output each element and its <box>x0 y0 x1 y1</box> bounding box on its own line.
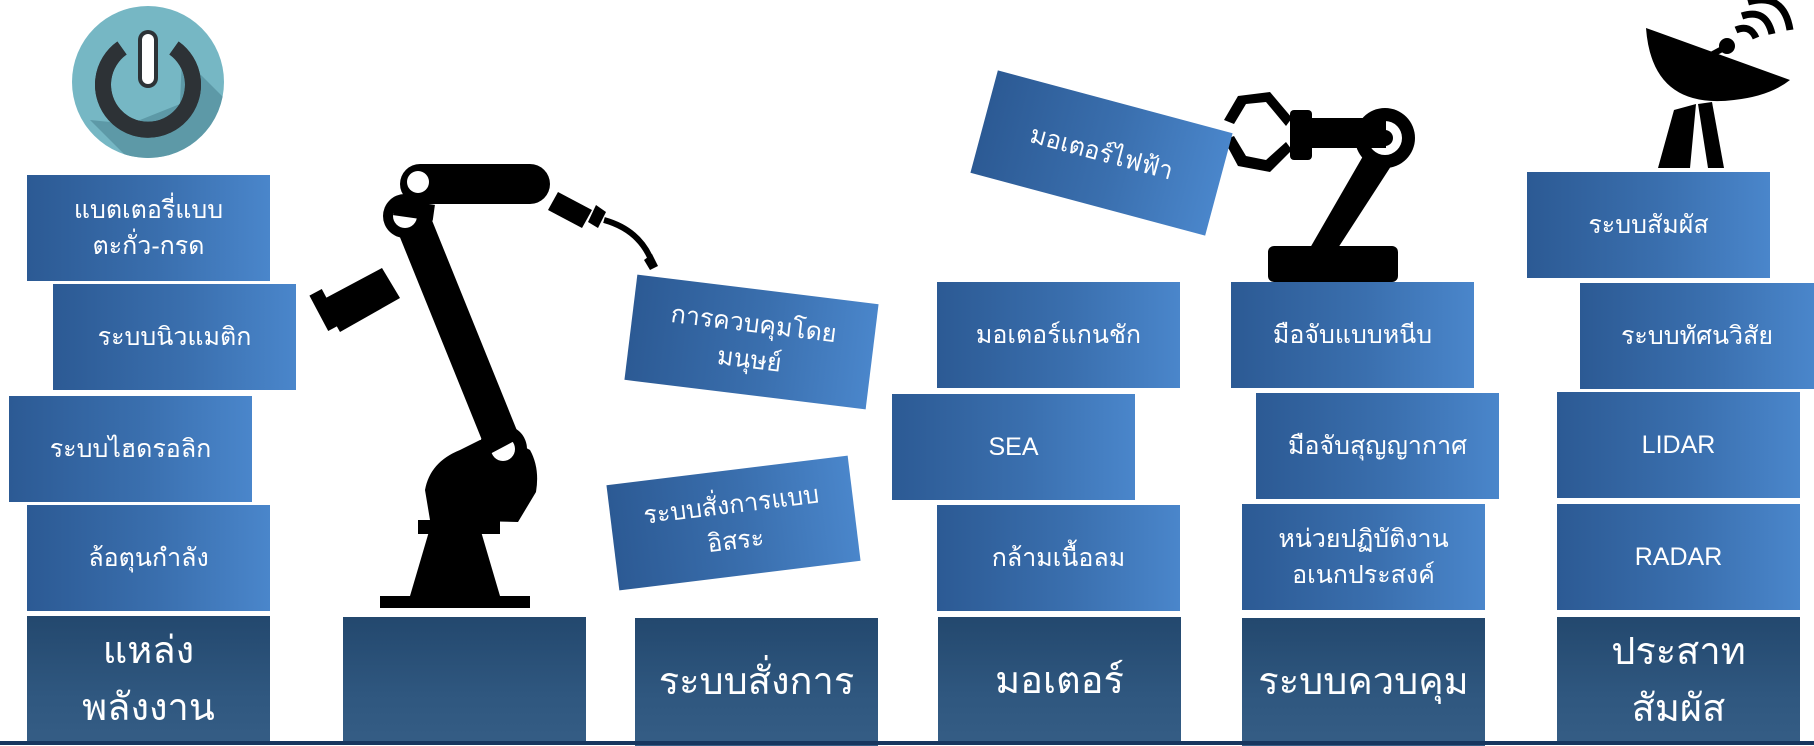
bottom-divider <box>0 741 1814 745</box>
satellite-dish-icon <box>1646 0 1794 168</box>
control-item-vacuum: มือจับสุญญากาศ <box>1256 393 1499 499</box>
control-base: ระบบควบคุม <box>1242 618 1485 746</box>
sensing-item-touch: ระบบสัมผัส <box>1527 172 1770 278</box>
motor-base: มอเตอร์ <box>938 617 1181 745</box>
sensing-base: ประสาท สัมผัส <box>1557 617 1800 745</box>
power-icon <box>72 6 224 158</box>
sensing-item-radar: RADAR <box>1557 504 1800 610</box>
motor-item-linear: มอเตอร์แกนชัก <box>937 282 1180 388</box>
motor-item-electric: มอเตอร์ไฟฟ้า <box>970 70 1233 236</box>
robot-arm-icon <box>309 164 658 608</box>
command-base: ระบบสั่งการ <box>635 618 878 746</box>
power-item-hydraulic: ระบบไฮดรอลิก <box>9 396 252 502</box>
robot-gripper-icon <box>1224 92 1415 282</box>
motor-item-sea: SEA <box>892 394 1135 500</box>
control-item-multipurpose: หน่วยปฏิบัติงาน อเนกประสงค์ <box>1242 504 1485 610</box>
power-item-flywheel: ล้อตุนกำลัง <box>27 505 270 611</box>
robot-base <box>343 617 586 745</box>
sensing-item-vision: ระบบทัศนวิสัย <box>1580 283 1814 389</box>
power-item-pneumatic: ระบบนิวแมติก <box>53 284 296 390</box>
motor-item-air-muscle: กล้ามเนื้อลม <box>937 505 1180 611</box>
power-base: แหล่ง พลังงาน <box>27 616 270 744</box>
power-item-battery: แบตเตอรี่แบบ ตะกั่ว-กรด <box>27 175 270 281</box>
sensing-item-lidar: LIDAR <box>1557 392 1800 498</box>
control-item-clamp: มือจับแบบหนีบ <box>1231 282 1474 388</box>
